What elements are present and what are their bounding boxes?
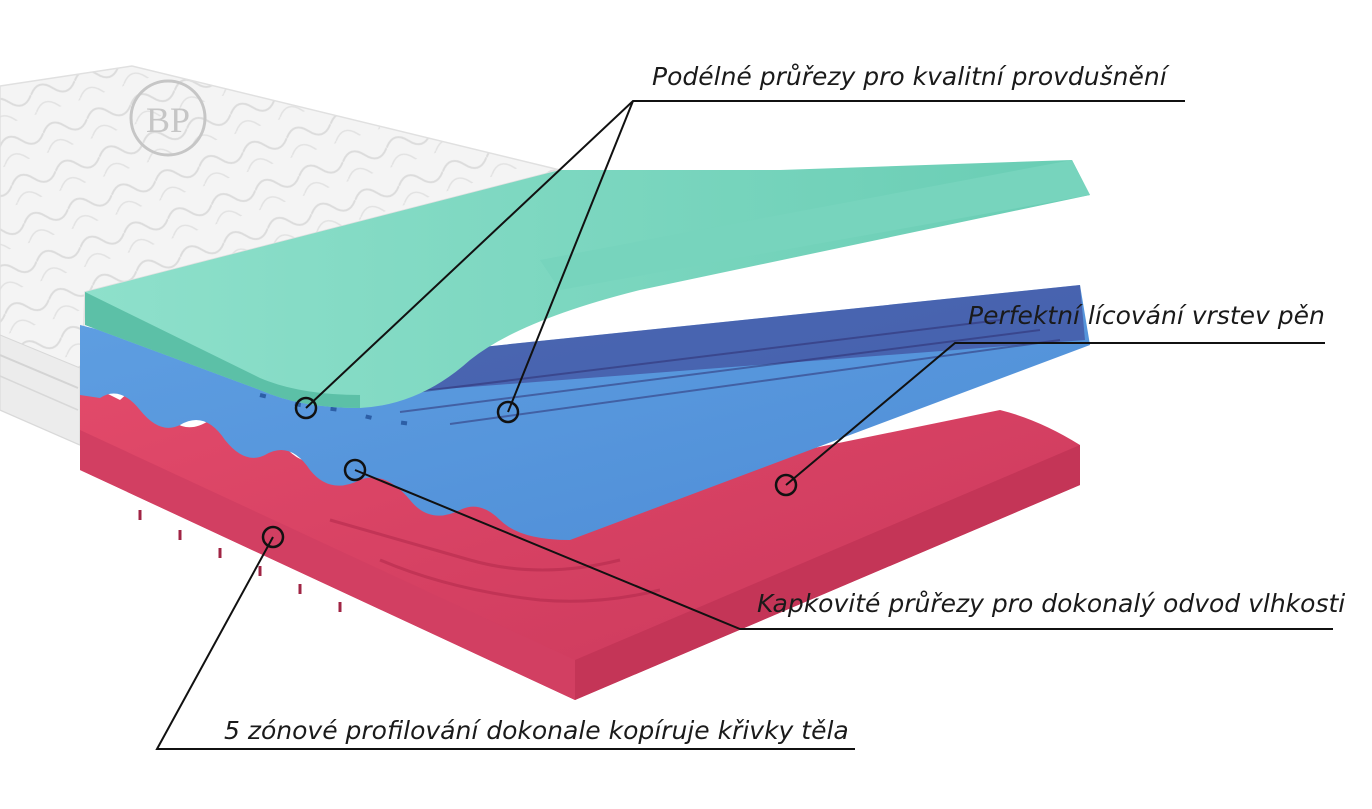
callout-markers xyxy=(261,396,798,549)
annotation-longitudinal-cuts: Podélné průřezy pro kvalitní provdušnění xyxy=(652,62,1167,91)
marker-circle xyxy=(261,525,285,549)
callout-line-layer-fit xyxy=(785,342,1325,486)
marker-circle xyxy=(294,396,318,420)
annotation-five-zone: 5 zónové profilování dokonale kopíruje k… xyxy=(224,716,849,745)
callout-lines xyxy=(155,100,1333,750)
middle-foam-layer xyxy=(80,285,1090,540)
marker-circle xyxy=(774,473,798,497)
marker-circle xyxy=(343,458,367,482)
annotation-layer-fit: Perfektní lícování vrstev pěn xyxy=(968,301,1325,330)
marker-circle xyxy=(496,400,520,424)
annotation-drop-cuts: Kapkovité průřezy pro dokonalý odvod vlh… xyxy=(757,589,1346,618)
callout-line-drop-cuts xyxy=(354,469,1333,630)
top-foam-layer xyxy=(85,160,1090,408)
callout-line-five-zone xyxy=(155,536,855,750)
callout-line-longitudinal-2 xyxy=(507,100,634,413)
brand-logo-text: BP xyxy=(146,100,190,140)
brand-logo: BP xyxy=(129,79,207,157)
